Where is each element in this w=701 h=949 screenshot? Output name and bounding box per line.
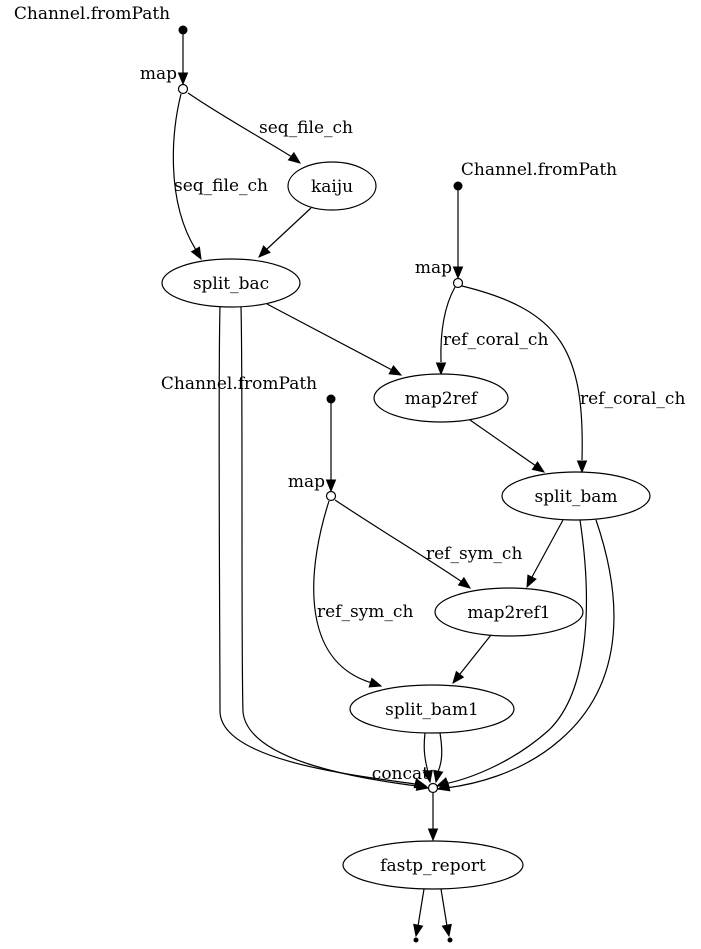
arrowhead <box>415 780 430 791</box>
process-label: map2ref1 <box>467 603 550 623</box>
arrowhead <box>325 479 337 493</box>
arrowhead <box>435 362 447 376</box>
edge-map1-to-kaiju <box>187 92 293 158</box>
process-fastp-report[interactable]: fastp_report <box>342 840 524 890</box>
edge-map2ref-to-split-bam <box>469 419 537 467</box>
edge-map2-to-map2ref <box>440 286 456 363</box>
edge-fastp-report-to-sink-2 <box>440 888 448 927</box>
arrowhead <box>368 677 383 688</box>
edge-label-ref-coral-ch: ref_coral_ch <box>580 389 685 409</box>
process-map2ref1[interactable]: map2ref1 <box>434 587 584 637</box>
process-label: kaiju <box>311 177 353 197</box>
edge-label-seq-file-ch: seq_file_ch <box>174 176 268 196</box>
process-split-bac[interactable]: split_bac <box>161 258 301 308</box>
arrowheads <box>177 72 588 938</box>
arrowhead <box>427 828 439 842</box>
arrowhead <box>457 576 472 589</box>
map-label-3: map <box>288 472 325 492</box>
edge-split-bac-to-map2ref <box>266 303 393 371</box>
map-label-2: map <box>415 258 452 278</box>
edge-split-bac-to-concat-1 <box>218 306 416 785</box>
arrowhead <box>576 460 588 474</box>
edge-split-bam1-to-concat-2 <box>437 732 443 773</box>
edge-split-bam-to-concat-2 <box>445 519 615 789</box>
edge-map2ref1-to-split-bam1 <box>459 634 492 675</box>
edge-label-ref-sym-ch: ref_sym_ch <box>426 544 522 564</box>
edge-split-bac-to-concat-2 <box>240 306 418 787</box>
sink-point-2 <box>447 937 453 943</box>
edge-split-bam-to-concat-1 <box>443 519 587 785</box>
source-point-1 <box>178 25 188 35</box>
edge-label-seq-file-ch: seq_file_ch <box>259 118 353 138</box>
arrowhead <box>526 574 537 589</box>
source-point-2 <box>453 181 463 191</box>
process-kaiju[interactable]: kaiju <box>287 161 377 211</box>
edge-split-bam-to-map2ref1 <box>531 519 564 578</box>
arrowhead <box>452 266 464 280</box>
edge-kaiju-to-split-bac <box>266 207 312 250</box>
process-label: fastp_report <box>380 856 486 876</box>
edge-map3-to-map2ref1 <box>334 499 463 583</box>
arrowhead <box>388 364 403 376</box>
arrowhead <box>433 769 444 784</box>
map-label-1: map <box>140 64 177 84</box>
process-label: map2ref <box>405 389 479 409</box>
arrowhead <box>436 781 451 792</box>
process-label: split_bam <box>535 487 618 507</box>
arrowhead <box>190 246 202 261</box>
map-operator-3 <box>325 490 337 502</box>
arrowhead <box>287 151 302 164</box>
arrowhead <box>441 923 452 938</box>
process-split-bam[interactable]: split_bam <box>501 471 651 521</box>
sink-point-1 <box>413 937 419 943</box>
arrowhead <box>258 245 271 258</box>
concat-label: concat <box>372 764 429 784</box>
process-map2ref[interactable]: map2ref <box>373 373 509 423</box>
edge-map2-to-split-bam <box>461 285 583 461</box>
edge-fastp-report-to-sink-1 <box>417 888 425 927</box>
process-label: split_bac <box>193 274 269 294</box>
edges <box>172 34 615 927</box>
map-operator-2 <box>452 277 464 289</box>
arrowhead <box>531 461 546 473</box>
process-split-bam1[interactable]: split_bam1 <box>349 684 515 734</box>
source-label-2: Channel.fromPath <box>461 160 617 180</box>
concat-operator <box>427 782 439 794</box>
arrowhead <box>422 769 433 784</box>
map-operator-1 <box>177 83 189 95</box>
edge-map1-to-split-bac <box>172 93 197 251</box>
edge-label-ref-sym-ch: ref_sym_ch <box>317 602 413 622</box>
arrowhead <box>177 72 189 86</box>
process-label: split_bam1 <box>385 700 479 720</box>
arrowhead <box>413 923 424 938</box>
edge-split-bam1-to-concat-1 <box>423 732 429 773</box>
source-label-3: Channel.fromPath <box>161 374 317 394</box>
source-label-1: Channel.fromPath <box>14 4 170 24</box>
source-point-3 <box>326 394 336 404</box>
edge-map3-to-split-bam1 <box>313 500 373 684</box>
edge-label-ref-coral-ch: ref_coral_ch <box>443 330 548 350</box>
arrowhead <box>452 670 465 685</box>
